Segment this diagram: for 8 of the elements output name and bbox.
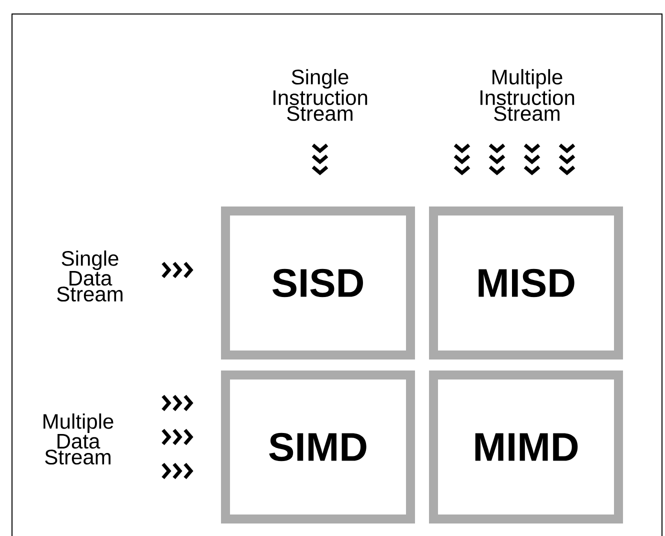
axis-label: Single Data Stream (57, 250, 122, 302)
axis-label: Single Instruction Stream (274, 69, 368, 121)
axis-label: Multiple Data Stream (44, 413, 114, 465)
quadrant-box: MIMD (429, 370, 623, 524)
quadrant-box: MISD (429, 206, 623, 360)
quadrant-box: SISD (221, 206, 415, 360)
quadrant-box: SIMD (221, 370, 415, 524)
axis-label: Multiple Instruction Stream (480, 69, 574, 121)
